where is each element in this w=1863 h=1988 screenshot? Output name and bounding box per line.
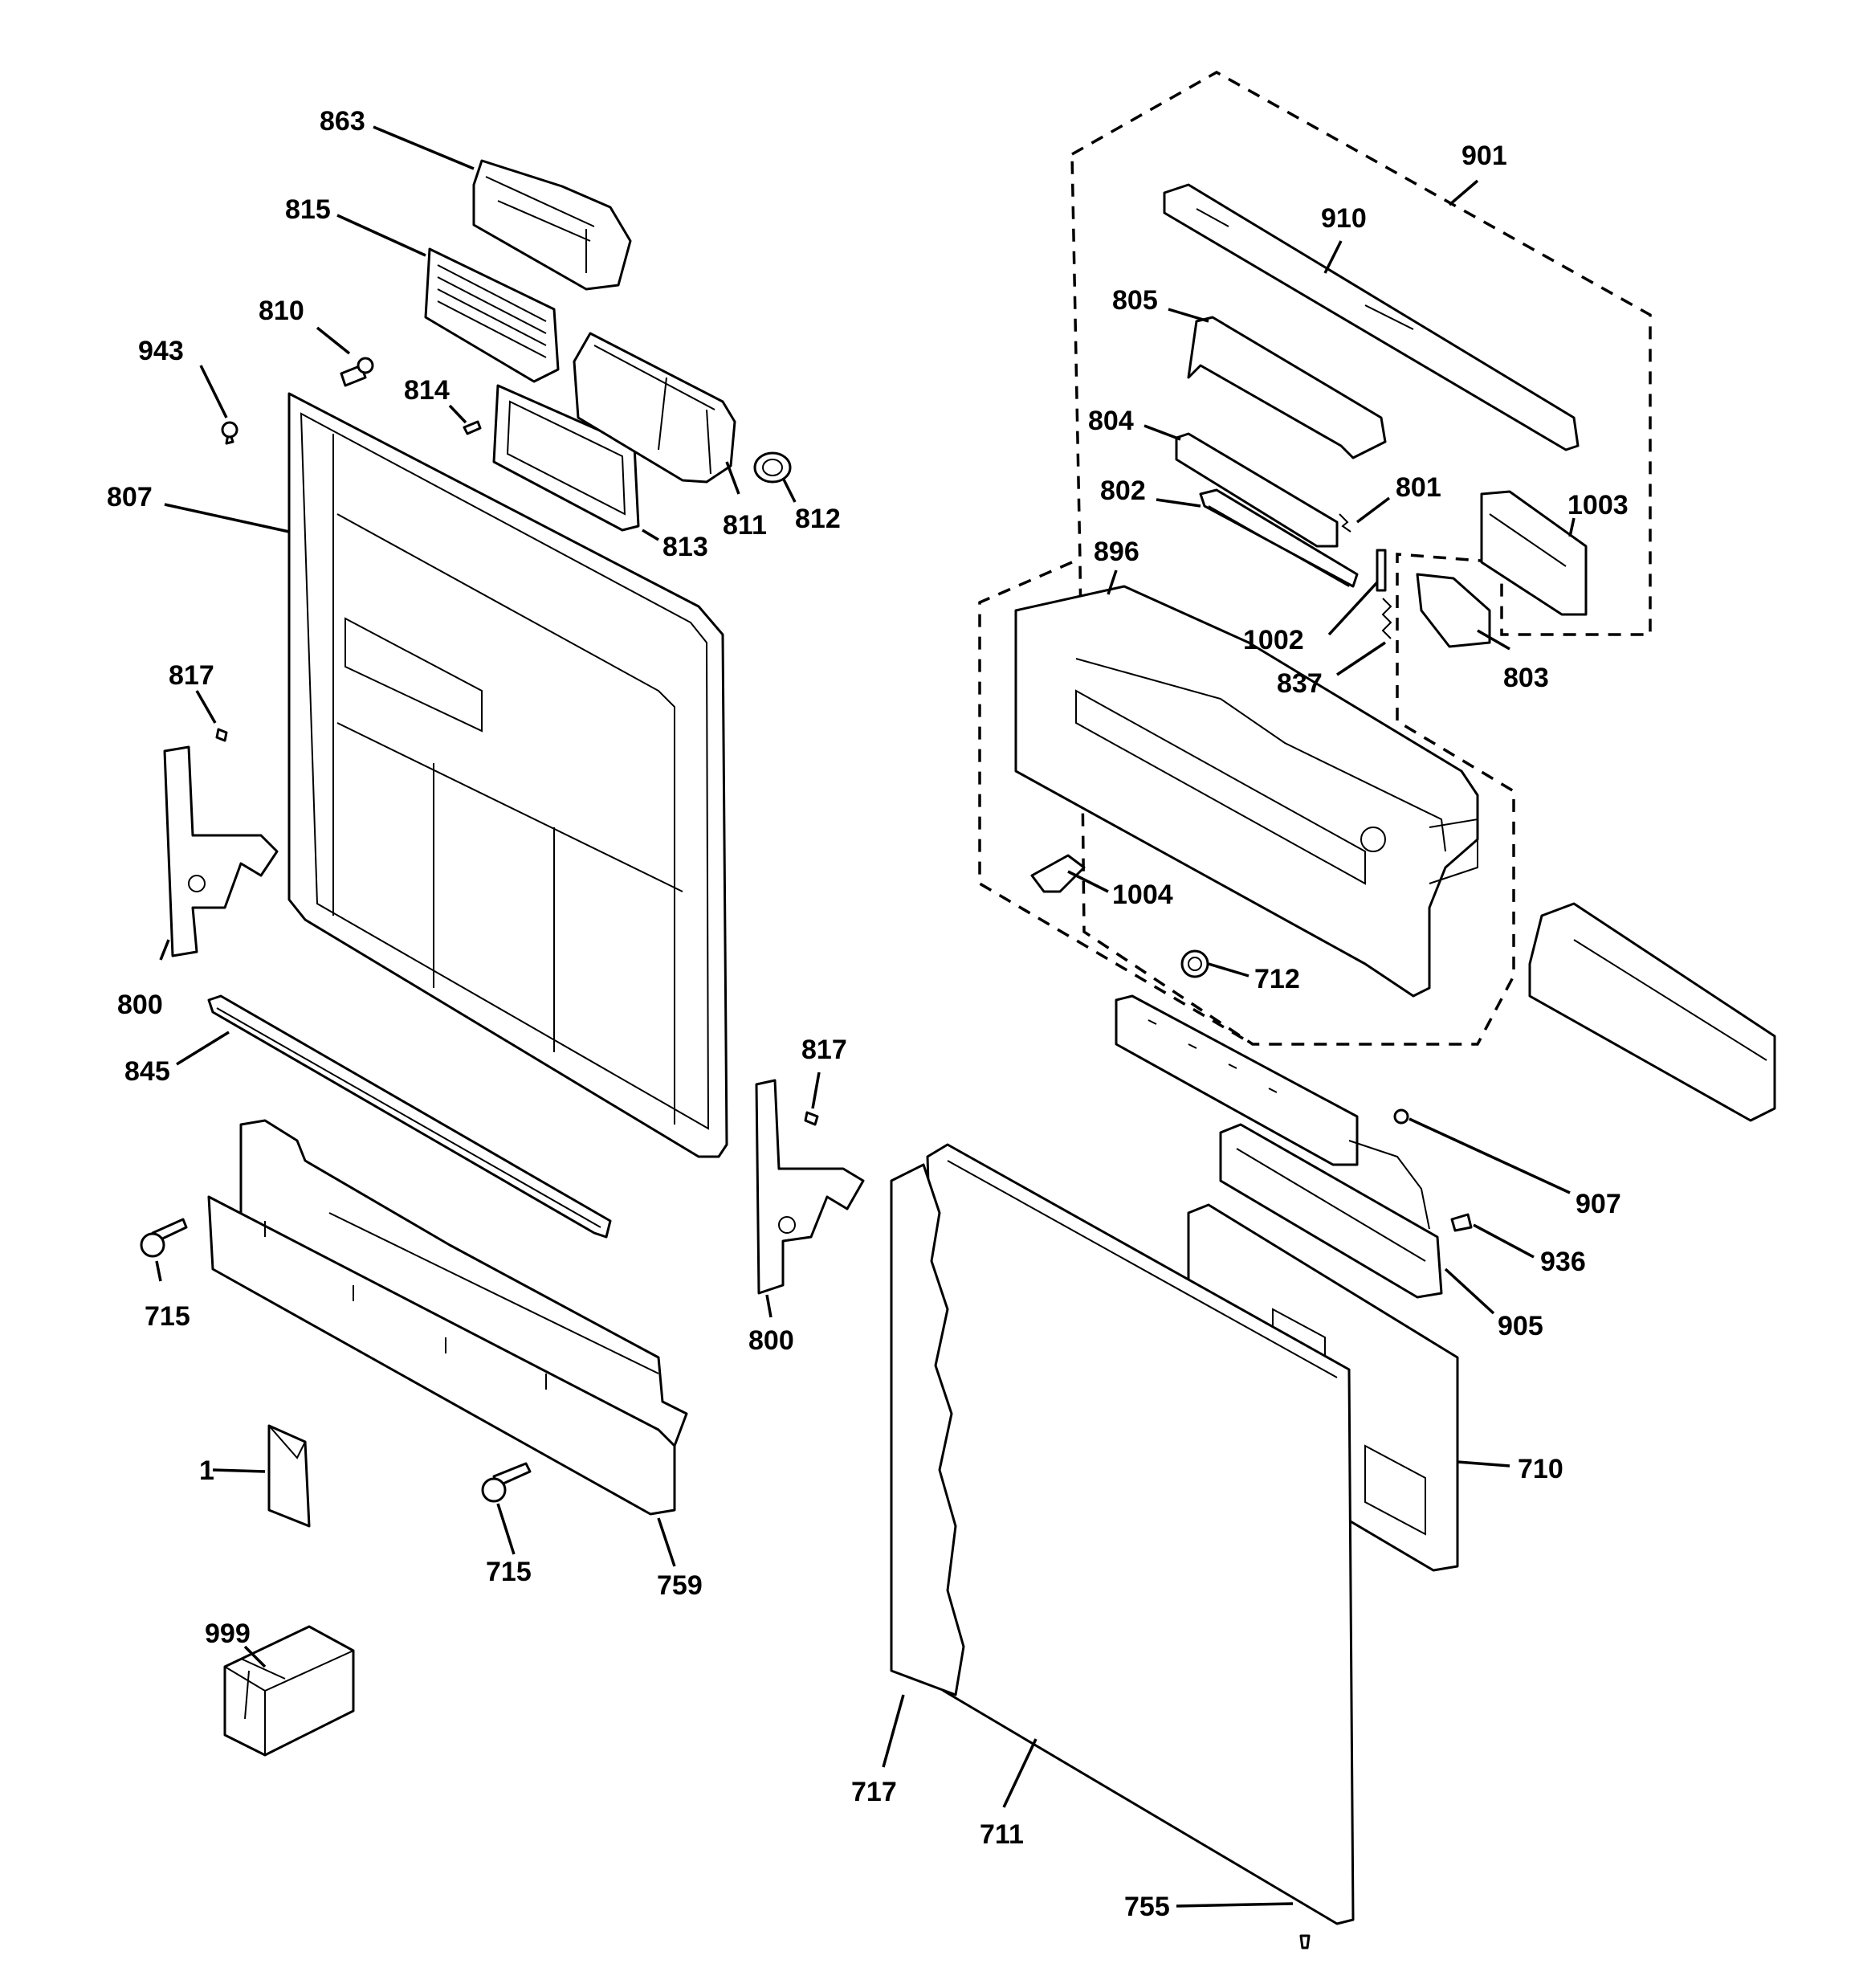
callout-803: 803 — [1503, 663, 1549, 693]
part-801-spring — [1339, 513, 1351, 533]
callout-907: 907 — [1576, 1189, 1621, 1219]
part-811-dispenser — [573, 332, 736, 484]
part-1002-spring — [1376, 549, 1387, 592]
part-905-board-bracket — [1219, 1123, 1443, 1299]
callout-901: 901 — [1461, 141, 1507, 171]
part-817-screw-left — [215, 728, 228, 742]
part-815-vent-grille — [424, 247, 560, 383]
part-800-hinge-left — [163, 745, 279, 957]
callout-817-right: 817 — [801, 1035, 847, 1065]
part-863-vent-cover — [472, 159, 632, 291]
callout-815: 815 — [285, 194, 331, 225]
callout-715-center: 715 — [486, 1557, 532, 1587]
part-936-clip — [1450, 1213, 1473, 1232]
assembly-901-boundary — [1070, 70, 1652, 1046]
callout-804: 804 — [1088, 406, 1134, 436]
part-1-tag — [267, 1424, 311, 1528]
callout-710: 710 — [1518, 1454, 1563, 1484]
callout-800-left: 800 — [117, 990, 163, 1020]
callout-863: 863 — [320, 106, 365, 137]
callout-717: 717 — [851, 1777, 897, 1807]
callout-802: 802 — [1100, 476, 1146, 506]
callout-905: 905 — [1498, 1311, 1543, 1341]
callout-711: 711 — [980, 1819, 1024, 1850]
part-807-inner-door — [287, 392, 728, 1158]
part-755-screw — [1299, 1934, 1311, 1949]
callout-936: 936 — [1540, 1247, 1586, 1277]
part-800-hinge-right — [755, 1079, 865, 1295]
part-control-board — [1115, 994, 1430, 1230]
part-717-trim-strip — [890, 1163, 965, 1696]
callout-1003: 1003 — [1567, 490, 1629, 520]
callout-715-left: 715 — [145, 1301, 190, 1332]
part-896-control-panel — [1014, 585, 1479, 998]
part-1003-board — [1480, 490, 1588, 616]
leader-lines — [155, 125, 1576, 1908]
part-814-screw — [463, 420, 482, 435]
part-845-seal-strip — [207, 994, 612, 1239]
part-817-screw-right — [804, 1111, 819, 1126]
part-812-cap — [753, 451, 792, 484]
callout-1002: 1002 — [1243, 625, 1304, 655]
callout-999: 999 — [205, 1619, 251, 1649]
part-759-toe-panel — [207, 1119, 688, 1516]
callout-810: 810 — [259, 296, 304, 326]
callout-1004: 1004 — [1112, 880, 1173, 910]
assembly-896-boundary — [978, 561, 1254, 1046]
callout-813: 813 — [662, 532, 708, 562]
callout-800-right: 800 — [748, 1325, 794, 1356]
part-804-bracket — [1175, 432, 1339, 548]
part-810-screw — [340, 357, 374, 387]
part-802-rail — [1199, 488, 1359, 588]
callout-labels: 863 815 810 943 814 807 813 811 812 817 … — [107, 106, 1629, 1922]
callout-1: 1 — [199, 1455, 214, 1486]
part-715-screw-left — [140, 1218, 188, 1258]
part-715-screw-center — [481, 1462, 532, 1503]
callout-807: 807 — [107, 482, 153, 512]
callout-817-left: 817 — [169, 660, 214, 691]
callout-896: 896 — [1094, 537, 1139, 567]
callout-712: 712 — [1254, 964, 1300, 994]
part-712-knob — [1180, 949, 1209, 978]
part-805-bracket — [1187, 316, 1387, 459]
callout-837: 837 — [1277, 668, 1323, 699]
part-803-switch — [1416, 573, 1491, 648]
part-side-channel — [1528, 902, 1776, 1122]
part-907-screw — [1393, 1108, 1409, 1125]
callout-755: 755 — [1124, 1892, 1170, 1922]
callout-943: 943 — [138, 336, 184, 366]
callout-805: 805 — [1112, 285, 1158, 316]
part-910-bracket — [1163, 183, 1580, 451]
callout-845: 845 — [124, 1056, 170, 1087]
callout-812: 812 — [795, 504, 841, 534]
callout-811: 811 — [723, 510, 767, 541]
callout-759: 759 — [657, 1570, 703, 1601]
part-1004-clip — [1030, 854, 1086, 893]
part-943-screw — [221, 421, 238, 445]
part-837-spring — [1381, 598, 1392, 639]
callout-801: 801 — [1396, 472, 1441, 503]
callout-814: 814 — [404, 375, 450, 406]
callout-910: 910 — [1321, 203, 1367, 234]
